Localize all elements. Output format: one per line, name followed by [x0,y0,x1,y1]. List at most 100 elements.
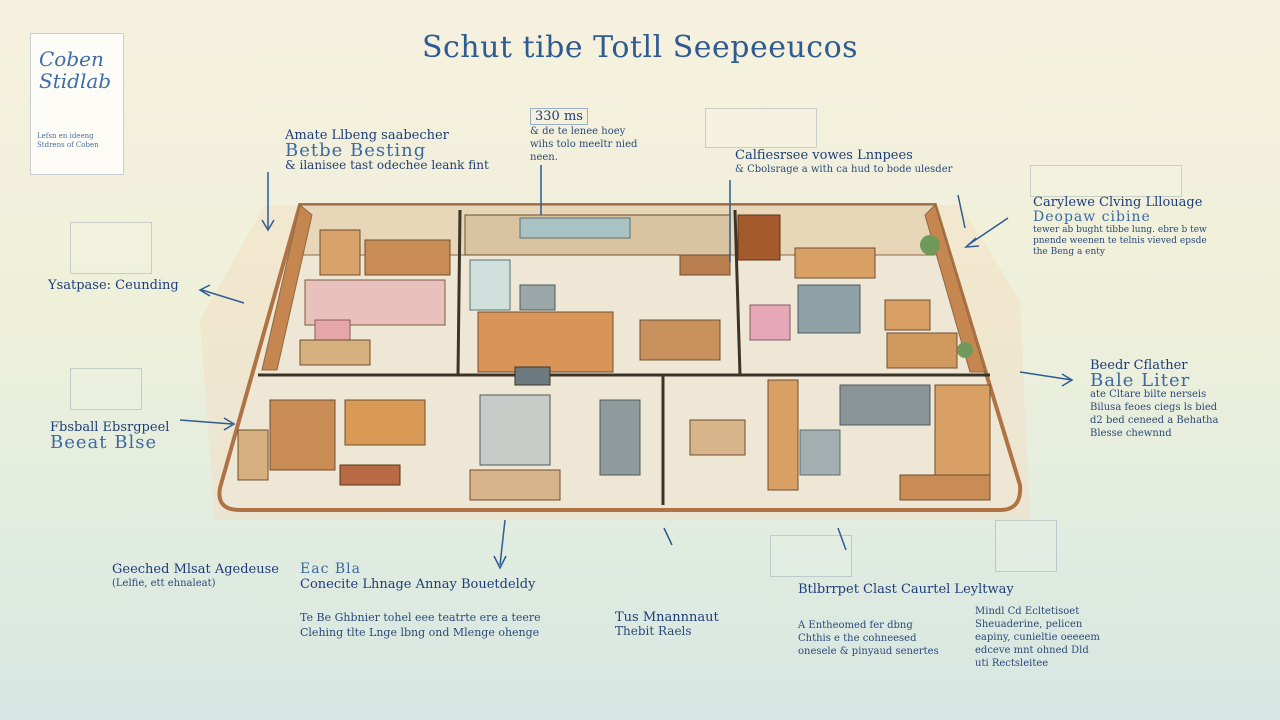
label-emphasis: Betbe Besting [285,140,427,161]
rug-lower [799,429,841,476]
right-wall [924,204,986,373]
workbench-base [469,469,561,501]
workbench [479,394,551,466]
label-bottom-left: Eac Bla Conecite Lhnage Annay Bouetdeldy… [300,562,555,640]
round-rug [797,284,861,334]
label-emphasis: Deopaw cibine [1033,209,1151,225]
tv-stand [839,384,931,426]
label-heading: Carylewe Clving Lllouage [1033,195,1203,210]
arrow [201,289,245,304]
stove [519,284,556,311]
arrow [179,419,233,425]
armchair-lower [269,399,336,471]
logo-caption: Lefsn en ideeng Stdrens of Coben [37,132,99,149]
divider-upper-left [456,209,462,376]
label-left-lower: Fbsball Ebsrgpeel Beeat Blse [50,420,170,453]
lamp-table [237,429,269,481]
label-heading: Fbsball Ebsrgpeel [50,420,170,435]
label-heading: Tus Mnannnaut [615,610,719,625]
arrow [499,519,506,566]
kitchen-island [477,311,614,373]
background-sketch [770,535,852,577]
arrow [1019,371,1073,381]
rug [314,319,351,341]
background-sketch [995,520,1057,572]
arrow [837,527,847,551]
side-cabinet [679,254,731,276]
divider-upper-right [733,209,742,376]
shelf-unit [364,239,451,276]
label-bottom-center: Tus Mnannnaut Thebit Raels [615,610,719,638]
label-emphasis: Bale Liter [1090,370,1191,391]
label-description: Mindl Cd Ecltetisoet Sheuaderine, pelice… [975,606,1100,669]
label-emphasis: Beeat Blse [50,432,158,453]
arrow [957,194,966,229]
pass-through-window [514,366,551,386]
label-description: Te Be Ghbnier tohel eee teatrte ere a te… [300,611,541,639]
background-sketch [70,222,152,274]
sofa-right [934,384,991,486]
bookcase [737,214,781,261]
label-top-center: 330 ms & de te lenee hoey wihs tolo meel… [530,108,650,164]
label-heading: Btlbrrpet Clast Caurtel Leyltway [798,582,1014,597]
background-sketch [705,108,817,148]
label-description: & Cbolsrage a with ca hud to bode ulesde… [735,164,953,175]
label-heading: Geeched Mlsat Agedeuse [112,562,279,577]
label-heading: 330 ms [530,108,588,125]
arrow [223,417,236,431]
label-heading: Conecite Lhnage Annay Bouetdeldy [300,577,536,592]
label-description: A Entheomed fer dbng Chthis e the cohnee… [798,620,939,657]
tool-cart [599,399,641,476]
label-left-mid: Ysatpase: Ceunding [48,278,179,293]
dining-table [639,319,721,361]
plant [957,342,973,358]
sofa-left [767,379,799,491]
arrow [198,284,211,297]
background-sketch [70,368,142,410]
pantry [469,259,511,311]
arrow [493,555,507,570]
arrow [967,217,1009,246]
armchair [884,299,931,331]
arrow [1061,373,1074,387]
arrow [663,527,673,546]
left-wall [261,204,313,371]
label-heading: Calfiesrsee vowes Lnnpees [735,148,913,163]
background-sketch [1030,165,1182,197]
label-top-left: Amate Llbeng saabecher Betbe Besting & i… [285,128,489,173]
sofa-back [794,247,876,279]
label-heading: Amate Llbeng saabecher [285,128,449,143]
arrow [963,237,980,248]
console [886,332,958,369]
arrow [261,219,275,232]
desk [344,399,426,446]
cabinet [319,229,361,276]
floor-cushion [339,464,401,486]
coffee-table [689,419,746,456]
label-emphasis: Eac Bla [300,561,361,577]
label-description: tewer ab bught tibbe lung. ebre b tew pn… [1033,225,1207,257]
label-description: ate Cltare bilte nerseis Bilusa feoes ci… [1090,389,1219,439]
bed [304,279,446,326]
plant [920,235,940,255]
label-subtext: Thebit Raels [615,624,692,638]
pink-chair [749,304,791,341]
label-description: & de te lenee hoey wihs tolo meeltr nied… [530,126,638,163]
label-subtext: (Lelfie, ett ehnaleat) [112,578,216,589]
label-heading: Ysatpase: Ceunding [48,278,179,293]
kitchen-window [519,217,631,239]
bench [299,339,371,366]
label-bottom-far-left: Geeched Mlsat Agedeuse (Lelfie, ett ehna… [112,562,279,590]
label-description: & ilanisee tast odechee leank fint [285,158,489,172]
label-right-upper: Carylewe Clving Lllouage Deopaw cibine t… [1033,195,1213,258]
label-bottom-far-right: Mindl Cd Ecltetisoet Sheuaderine, pelice… [975,605,1105,670]
label-bottom-right: Btlbrrpet Clast Caurtel Leyltway A Enthe… [798,582,1014,658]
ottoman [899,474,991,501]
label-top-right: Calfiesrsee vowes Lnnpees & Cbolsrage a … [735,148,952,176]
label-right-mid: Beedr Cflather Bale Liter ate Cltare bil… [1090,358,1220,440]
label-heading: Beedr Cflather [1090,358,1188,373]
page-title: Schut tibe Totll Seepeeucos [421,30,859,65]
